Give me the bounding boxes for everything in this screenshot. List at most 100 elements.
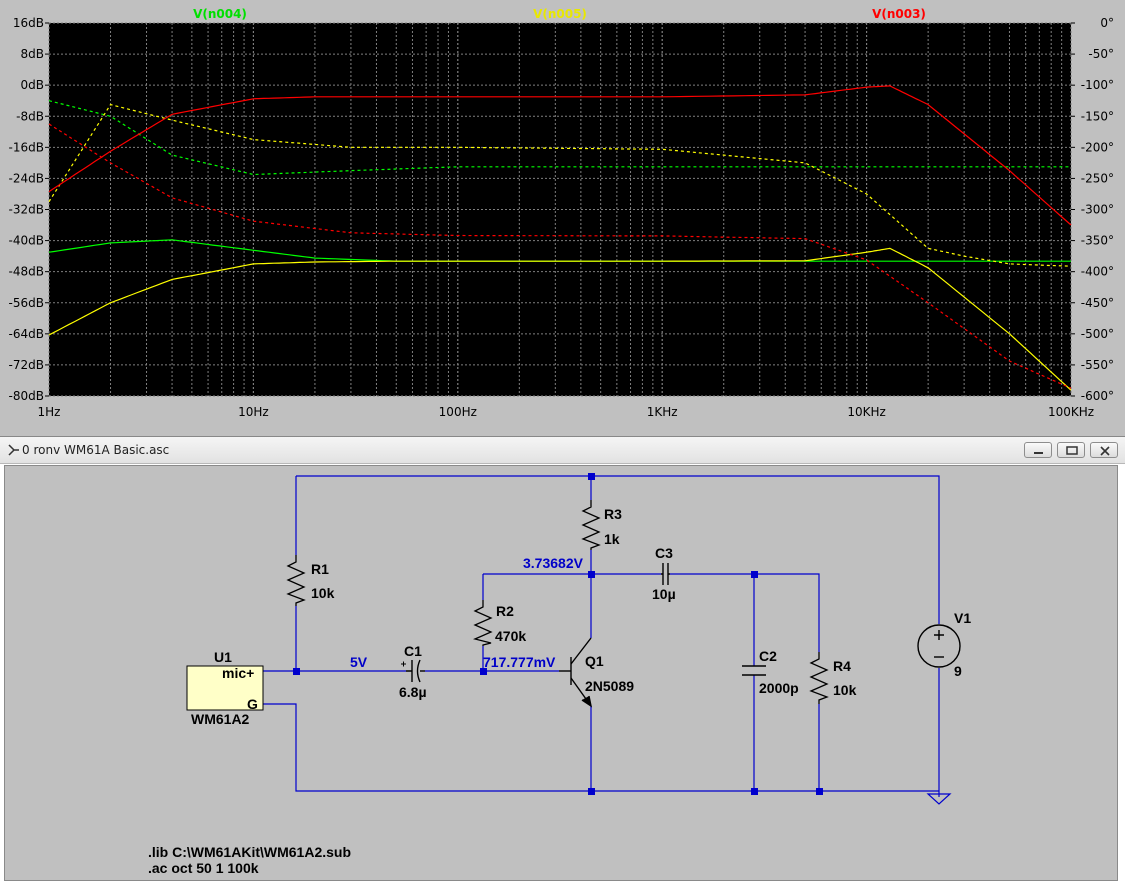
trace-vn003-phase: [48, 123, 1072, 389]
y-right-tick-label: -450°: [1081, 296, 1114, 310]
node-voltage-collector[interactable]: 3.73682V: [523, 555, 584, 571]
y-left-tick-label: -48dB: [9, 265, 44, 279]
wire-c3-out: [670, 573, 820, 652]
node-voltage-5v[interactable]: 5V: [350, 654, 368, 670]
y-left-tick-label: -80dB: [9, 389, 44, 403]
window-titlebar[interactable]: 0 ronv WM61A Basic.asc: [0, 437, 1125, 464]
y-right-tick-label: -200°: [1081, 140, 1114, 154]
schematic-drawing[interactable]: U1 mic+ G WM61A2 R1 10k C1 6.8µ R2 470k …: [5, 466, 1117, 880]
schematic-window[interactable]: 0 ronv WM61A Basic.asc: [0, 436, 1125, 881]
u1-ref: U1: [214, 649, 232, 665]
y-right-tick-label: -250°: [1081, 171, 1114, 185]
y-left-tick-label: 16dB: [13, 16, 44, 30]
u1-pin-plus: mic+: [222, 665, 254, 681]
r3-ref: R3: [604, 506, 622, 522]
x-tick-label: 1KHz: [647, 405, 678, 419]
trace-label-n005[interactable]: V(n005): [533, 7, 587, 21]
x-axis-labels: 1Hz 10Hz 100Hz 1KHz 10KHz 100KHz: [38, 405, 1095, 419]
minimize-button[interactable]: [1024, 442, 1052, 458]
wire-top-rail: [296, 475, 940, 624]
y-left-tick-label: -72dB: [9, 358, 44, 372]
y-right-tick-label: -150°: [1081, 109, 1114, 123]
y-right-tick-label: -300°: [1081, 203, 1114, 217]
c2-ref: C2: [759, 648, 777, 664]
minimize-icon: [1034, 452, 1043, 454]
y-right-tick-label: 0°: [1100, 16, 1114, 30]
resistor-r3[interactable]: [581, 500, 601, 550]
capacitor-c1[interactable]: [401, 659, 425, 683]
y-left-tick-label: -24dB: [9, 171, 44, 185]
x-tick-label: 10KHz: [847, 405, 885, 419]
r4-ref: R4: [833, 658, 851, 674]
plot-area[interactable]: [49, 23, 1071, 396]
close-icon: [1100, 446, 1110, 456]
c3-ref: C3: [655, 545, 673, 561]
y-axis-left-labels: 16dB8dB0dB-8dB-16dB-24dB-32dB-40dB-48dB-…: [9, 16, 49, 403]
resistor-r4[interactable]: [809, 652, 829, 704]
trace-label-n004[interactable]: V(n004): [193, 7, 247, 21]
c2-value: 2000p: [759, 680, 799, 696]
restore-icon: [1066, 446, 1078, 455]
y-right-tick-label: -100°: [1081, 78, 1114, 92]
y-left-tick-label: -32dB: [9, 203, 44, 217]
resistor-r2[interactable]: [472, 600, 493, 646]
ground-icon[interactable]: [926, 793, 952, 805]
voltage-source-v1[interactable]: [917, 624, 961, 668]
x-tick-label: 1Hz: [38, 405, 61, 419]
y-left-tick-label: -56dB: [9, 296, 44, 310]
spice-directive-lib[interactable]: .lib C:\WM61AKit\WM61A2.sub: [148, 844, 351, 860]
capacitor-c3[interactable]: [661, 563, 670, 585]
r2-ref: R2: [496, 603, 514, 619]
y-right-tick-label: -500°: [1081, 327, 1114, 341]
x-tick-label: 100Hz: [439, 405, 477, 419]
y-left-tick-label: 8dB: [21, 47, 44, 61]
junctions: [293, 473, 823, 795]
x-tick-label: 10Hz: [238, 405, 269, 419]
transistor-q1[interactable]: [559, 637, 593, 708]
y-axis-right-labels: 0° -50° -100° -150° -200° -250° -300° -350° -400…: [1071, 16, 1114, 403]
close-button[interactable]: [1090, 442, 1118, 458]
y-left-tick-label: -40dB: [9, 234, 44, 248]
schematic-canvas[interactable]: U1 mic+ G WM61A2 R1 10k C1 6.8µ R2 470k …: [4, 465, 1118, 881]
y-right-tick-label: -350°: [1081, 234, 1114, 248]
r3-value: 1k: [604, 531, 620, 547]
node-voltage-base[interactable]: 717.777mV: [483, 654, 556, 670]
x-tick-label: 100KHz: [1048, 405, 1094, 419]
c3-value: 10µ: [652, 586, 676, 602]
v1-ref: V1: [954, 610, 971, 626]
schematic-icon: [8, 444, 19, 456]
q1-ref: Q1: [585, 653, 604, 669]
spice-directive-ac[interactable]: .ac oct 50 1 100k: [148, 860, 259, 876]
y-right-tick-label: -600°: [1081, 389, 1114, 403]
resistor-r1[interactable]: [286, 555, 306, 606]
trace-vn005-magnitude: [48, 247, 1072, 391]
y-right-tick-label: -550°: [1081, 358, 1114, 372]
y-left-tick-label: -16dB: [9, 140, 44, 154]
u1-pin-g: G: [247, 696, 258, 712]
wires: [263, 475, 940, 797]
c1-ref: C1: [404, 643, 422, 659]
r4-value: 10k: [833, 682, 857, 698]
q1-type: 2N5089: [585, 678, 634, 694]
bode-plot[interactable]: 16dB8dB0dB-8dB-16dB-24dB-32dB-40dB-48dB-…: [0, 0, 1125, 432]
trace-label-n003[interactable]: V(n003): [872, 7, 926, 21]
c1-value: 6.8µ: [399, 684, 427, 700]
u1-type: WM61A2: [191, 711, 250, 727]
trace-vn003-magnitude: [48, 85, 1072, 226]
plot-traces: [48, 85, 1072, 391]
y-right-tick-label: -400°: [1081, 265, 1114, 279]
y-left-tick-label: 0dB: [21, 78, 44, 92]
r1-ref: R1: [311, 561, 329, 577]
window-title: 0 ronv WM61A Basic.asc: [22, 443, 170, 457]
restore-button[interactable]: [1057, 442, 1085, 458]
r2-value: 470k: [495, 628, 526, 644]
wire-u1-g: [263, 703, 939, 792]
r1-value: 10k: [311, 585, 335, 601]
y-left-tick-label: -64dB: [9, 327, 44, 341]
capacitor-c2[interactable]: [742, 665, 766, 676]
y-right-tick-label: -50°: [1088, 47, 1114, 61]
v1-value: 9: [954, 663, 962, 679]
mic-block-u1[interactable]: [186, 665, 264, 711]
trace-vn005-phase: [48, 103, 1072, 267]
